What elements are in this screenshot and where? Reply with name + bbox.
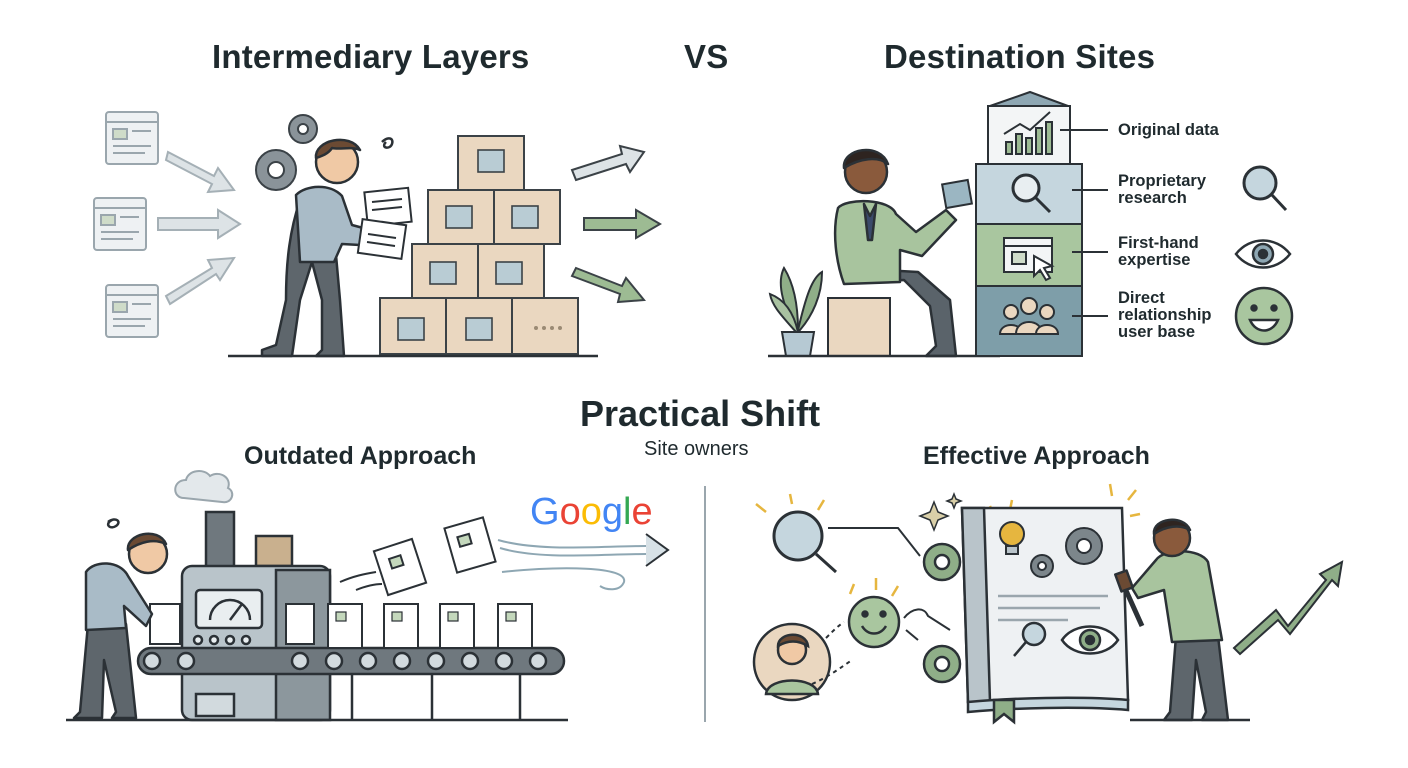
google-logo: Google xyxy=(530,491,653,533)
motion-lines xyxy=(339,571,383,591)
incoming-arrow-icon xyxy=(157,150,242,306)
stack-label-first-hand-expertise: First-hand expertise xyxy=(1118,234,1199,269)
growth-arrow-icon xyxy=(1232,560,1344,656)
eye-icon xyxy=(1234,239,1292,269)
document-icon xyxy=(149,603,533,649)
held-block xyxy=(940,178,974,210)
webpage-icon xyxy=(93,197,147,251)
gear-icon xyxy=(922,542,962,684)
seat-box xyxy=(827,297,891,357)
stack-label-original-data: Original data xyxy=(1118,121,1219,139)
document-thumbnail xyxy=(335,611,517,622)
left-title: Intermediary Layers xyxy=(212,38,530,75)
magnifier-icon xyxy=(1013,621,1047,657)
outdated-approach-title: Outdated Approach xyxy=(244,442,477,470)
plant-icon xyxy=(768,265,824,357)
eye-icon xyxy=(1060,625,1120,655)
search-icon xyxy=(772,510,838,574)
builder-figure xyxy=(1114,518,1230,722)
practical-shift-title: Practical Shift xyxy=(580,393,821,434)
search-icon xyxy=(1242,165,1288,212)
avatar xyxy=(752,622,832,702)
dots-icon xyxy=(534,326,562,330)
webpage-icon xyxy=(105,111,159,165)
stressed-worker-figure xyxy=(260,137,394,358)
connector-lines xyxy=(1060,129,1108,317)
svg-text:Google: Google xyxy=(530,491,653,533)
flying-document-icon xyxy=(372,516,497,597)
conveyor-belt xyxy=(136,646,566,720)
lightbulb-icon xyxy=(999,521,1025,555)
pen-tool xyxy=(903,608,951,631)
webpage-icon xyxy=(105,284,159,338)
smiley-icon xyxy=(1234,286,1294,346)
right-title: Destination Sites xyxy=(884,38,1156,75)
smiley-icon xyxy=(847,595,901,649)
presenter-figure xyxy=(833,148,958,358)
stack-label-proprietary-research: Proprietary research xyxy=(1118,172,1207,207)
effective-approach-title: Effective Approach xyxy=(923,442,1150,470)
users-group-icon xyxy=(998,297,1060,335)
bar-chart-icon xyxy=(1003,111,1053,155)
flow-arrow-icon xyxy=(497,533,670,591)
browser-cursor-icon xyxy=(1003,237,1055,282)
sparkle-icon xyxy=(917,491,964,533)
tired-worker-figure xyxy=(72,518,169,720)
connector-lines xyxy=(828,527,921,641)
practical-shift-subtitle: Site owners xyxy=(644,438,749,460)
image-icon xyxy=(397,149,539,341)
dotted-connector xyxy=(811,621,853,685)
gear-icon xyxy=(255,114,318,191)
gear-icon xyxy=(1030,527,1103,578)
magnifier-icon xyxy=(1011,173,1052,214)
content-stack-tower xyxy=(975,90,1083,357)
paper-stack-icon xyxy=(356,186,413,261)
outgoing-arrow-icon xyxy=(570,144,662,304)
box-pyramid xyxy=(379,135,579,355)
handbook xyxy=(960,506,1130,725)
vs-label: VS xyxy=(684,38,729,75)
text-lines xyxy=(998,594,1108,622)
smoke-cloud-icon xyxy=(174,470,234,504)
stack-label-direct-relationship: Direct relationship user base xyxy=(1118,289,1212,341)
